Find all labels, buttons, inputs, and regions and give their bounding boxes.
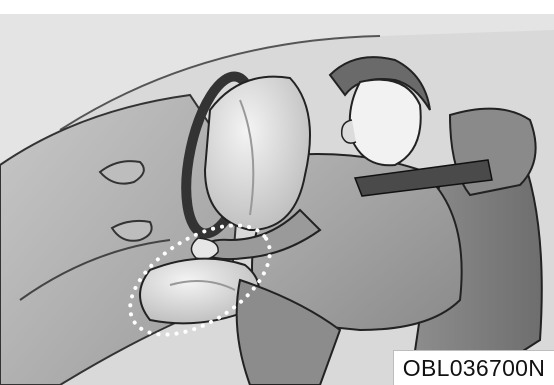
front-airbag — [205, 77, 310, 230]
figure-code-label: OBL036700N — [393, 350, 554, 385]
occupant-face — [350, 80, 421, 166]
